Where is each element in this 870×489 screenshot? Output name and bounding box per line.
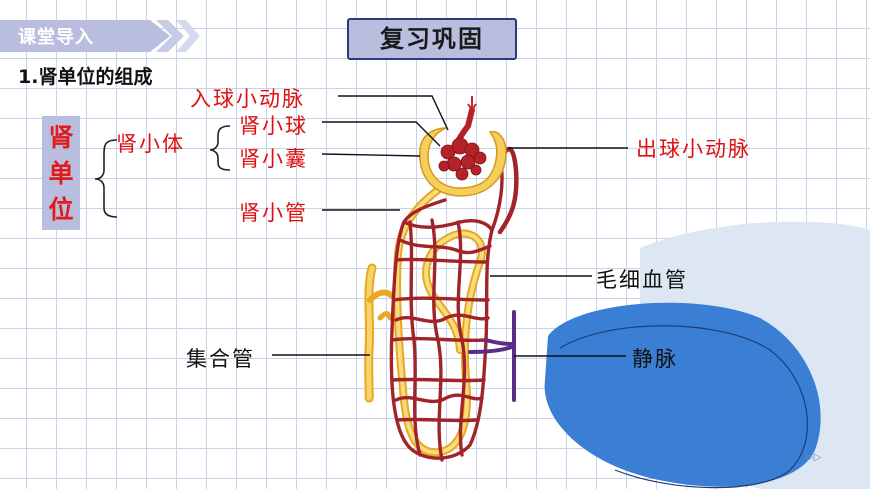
term-char-3: 位 [48, 195, 74, 224]
label-bowmans-capsule: 肾小囊 [239, 147, 308, 171]
section-subtitle: 1.肾单位的组成 [18, 66, 153, 88]
label-vein: 静脉 [632, 347, 678, 371]
outer-brace [94, 139, 118, 218]
efferent-arteriole-shape [497, 146, 519, 235]
title-box [347, 18, 517, 60]
vein-shape [468, 310, 516, 402]
glomerulus-shape [438, 137, 487, 181]
label-afferent-arteriole: 入球小动脉 [190, 87, 305, 111]
term-box [42, 116, 80, 230]
blob-outline [559, 325, 809, 489]
blue-blob [544, 302, 821, 487]
inner-brace [209, 125, 231, 171]
label-collecting-duct: 集合管 [186, 347, 255, 371]
label-kidney-corpuscle: 肾小体 [116, 132, 185, 156]
banner-label: 课堂导入 [18, 27, 94, 48]
play-next-icon[interactable]: ▷▷ [806, 452, 822, 463]
term-char-2: 单 [48, 159, 74, 188]
label-capillaries: 毛细血管 [596, 268, 688, 292]
leader-lines [272, 95, 628, 357]
label-efferent-arteriole: 出球小动脉 [636, 137, 751, 161]
afferent-arrow [467, 96, 477, 112]
capillary-network [389, 158, 504, 462]
term-char-1: 肾 [48, 123, 74, 152]
label-glomerulus: 肾小球 [239, 114, 308, 138]
section-banner [0, 20, 200, 52]
page-title: 复习巩固 [380, 25, 484, 53]
label-renal-tubule: 肾小管 [239, 201, 308, 225]
